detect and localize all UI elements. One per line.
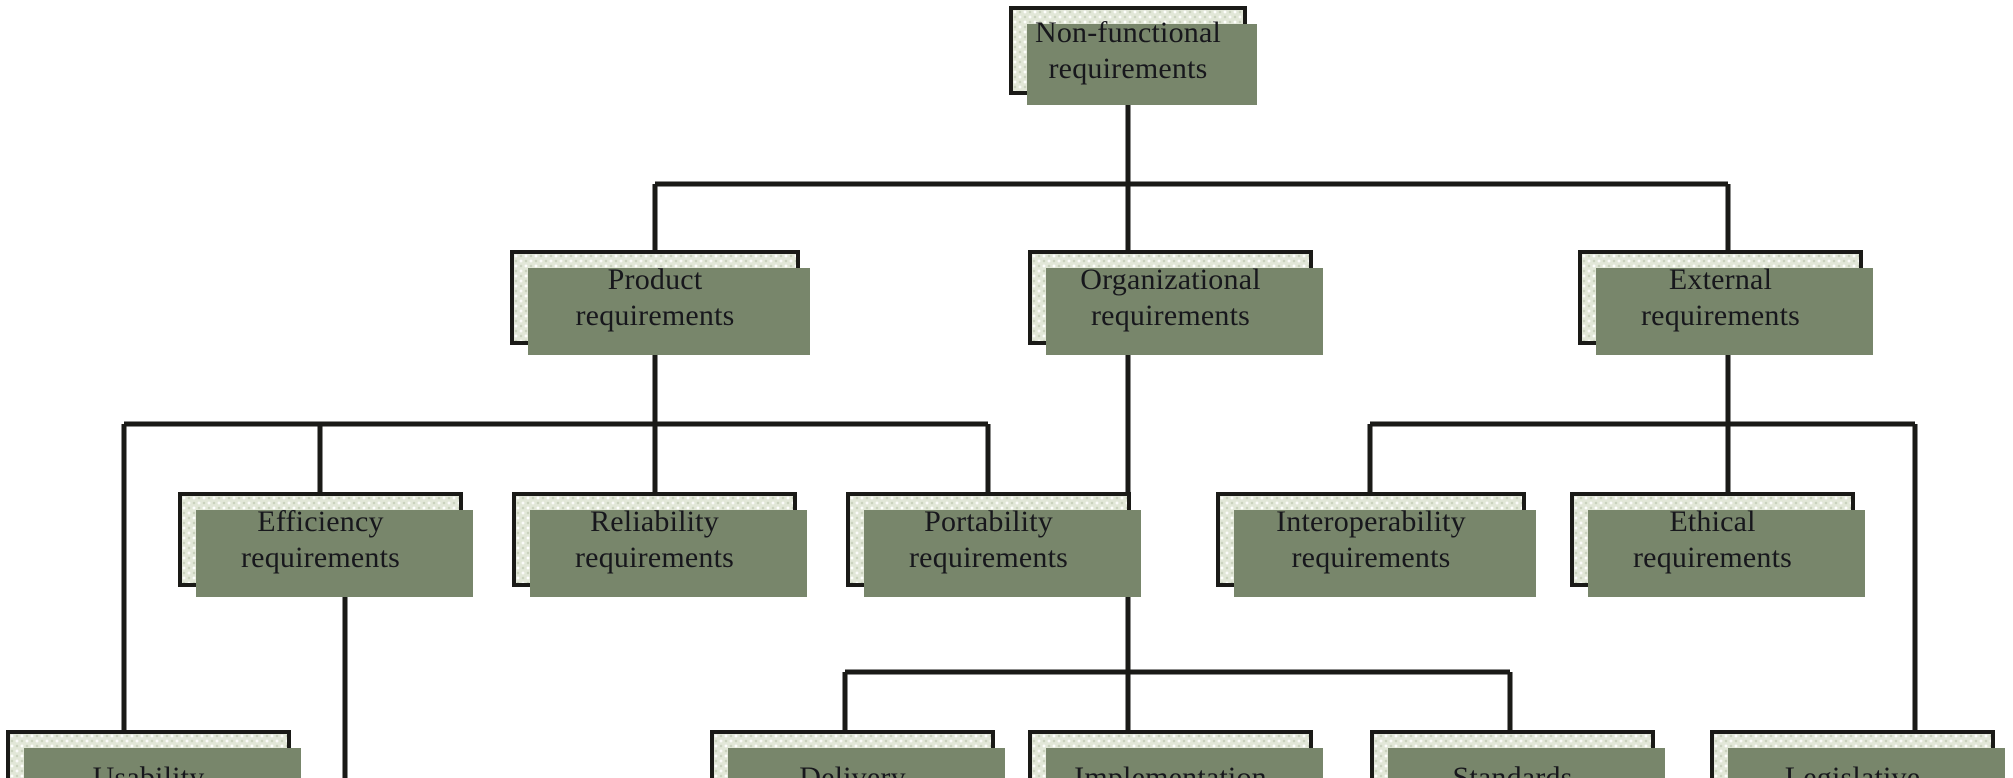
node-shadow xyxy=(1596,268,1873,355)
node-standards[interactable]: Standards xyxy=(1370,730,1665,778)
node-shadow xyxy=(864,510,1141,597)
node-shadow xyxy=(1234,510,1536,597)
node-shadow xyxy=(1588,510,1865,597)
node-label-line1: Portability xyxy=(924,505,1053,539)
node-delivery[interactable]: Delivery xyxy=(710,730,1005,778)
node-label-line1: Usability xyxy=(92,760,205,778)
node-shadow xyxy=(1388,748,1665,778)
node-shadow xyxy=(196,510,473,597)
node-label-line1: Reliability xyxy=(590,505,719,539)
node-shadow xyxy=(1027,24,1257,105)
node-shadow xyxy=(530,510,807,597)
node-legislative[interactable]: Legislative xyxy=(1710,730,2005,778)
node-label-line2: requirements xyxy=(1090,298,1250,332)
node-shadow xyxy=(1046,268,1323,355)
node-label-line1: Organizational xyxy=(1080,263,1261,297)
node-implementation[interactable]: Implementation xyxy=(1028,730,1323,778)
node-label-line1: Product xyxy=(607,263,703,297)
node-label-line1: Non-functional xyxy=(1034,16,1222,50)
node-shadow xyxy=(24,748,301,778)
node-usability[interactable]: Usability xyxy=(6,730,301,778)
node-label-line1: Implementation xyxy=(1074,760,1267,778)
node-label-line2: requirements xyxy=(575,298,735,332)
node-label-line1: Ethical xyxy=(1669,505,1756,539)
node-shadow xyxy=(728,748,1005,778)
node-label-line1: Legislative xyxy=(1784,760,1921,778)
node-label-line1: Efficiency xyxy=(257,505,384,539)
node-label-line1: External xyxy=(1668,263,1773,297)
node-label-line2: requirements xyxy=(1291,540,1451,574)
node-label-line2: requirements xyxy=(908,540,1068,574)
node-shadow xyxy=(1728,748,2005,778)
node-label-line2: requirements xyxy=(574,540,734,574)
node-label-line2: requirements xyxy=(1632,540,1792,574)
node-shadow xyxy=(1046,748,1323,778)
node-label-line1: Standards xyxy=(1452,760,1573,778)
node-shadow xyxy=(528,268,810,355)
node-label-line1: Delivery xyxy=(799,760,906,778)
node-label-line1: Interoperability xyxy=(1276,505,1466,539)
node-label-line2: requirements xyxy=(1640,298,1800,332)
node-label-line2: requirements xyxy=(1048,51,1208,85)
node-label-line2: requirements xyxy=(240,540,400,574)
